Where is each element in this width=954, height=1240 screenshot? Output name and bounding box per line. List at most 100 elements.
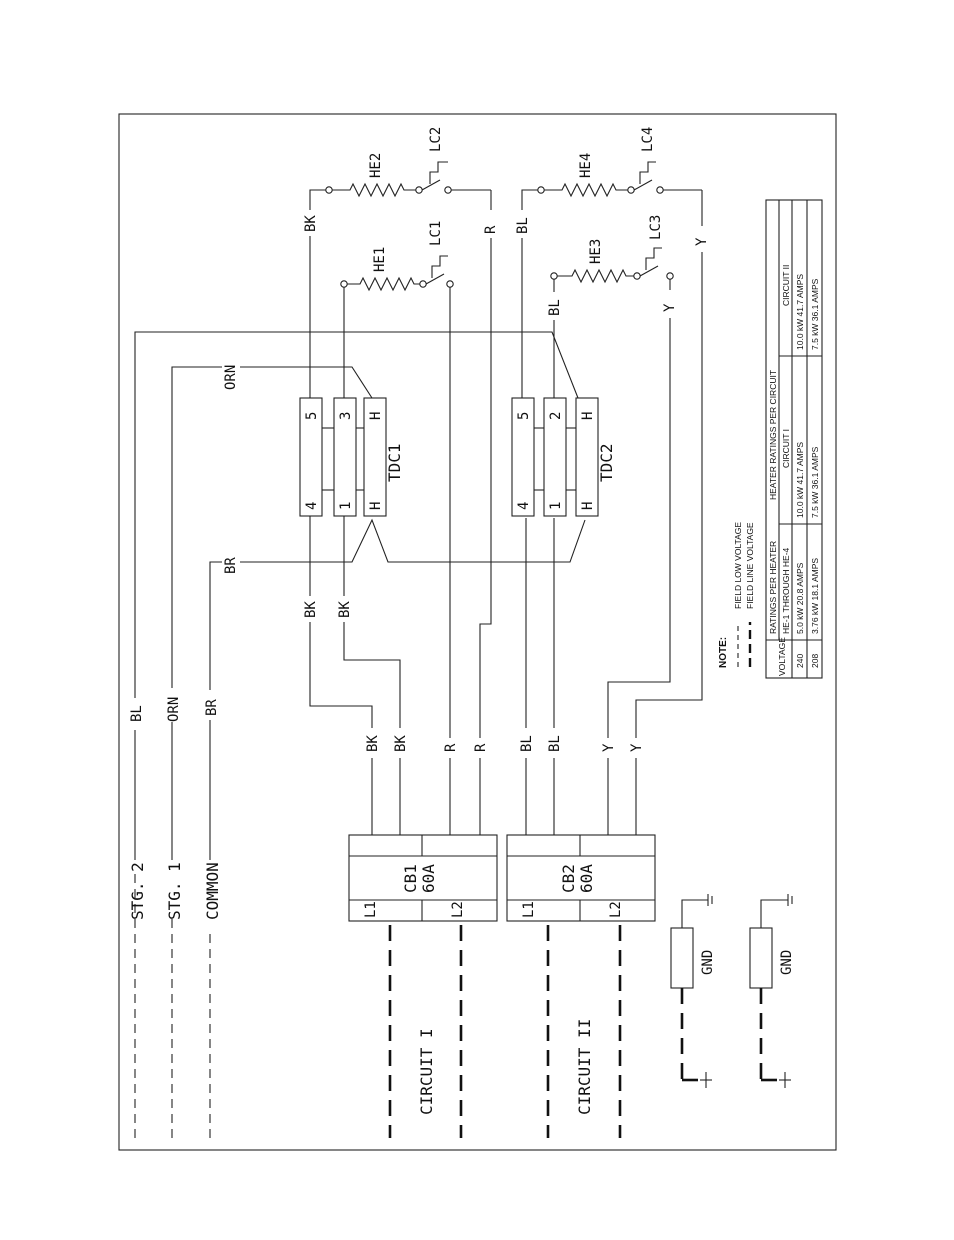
common-br-label: BR (204, 699, 220, 716)
y1-wire (607, 318, 671, 738)
cb1-bk2-label: BK (393, 735, 409, 752)
tdc2-t5: 5 (516, 412, 532, 420)
cb1-bk1-label: BK (365, 735, 381, 752)
he4-heating-element (544, 182, 628, 198)
tdc1-label: TDC1 (385, 443, 404, 482)
note-title: NOTE: (718, 637, 729, 668)
table-row1-heater: 5.0 kW 20.8 AMPS (795, 562, 805, 634)
cb1-r1-label: R (443, 743, 459, 752)
common-label: COMMON (203, 862, 222, 920)
y2-wire (635, 252, 703, 738)
stg1-label: STG. 1 (165, 862, 184, 920)
tdc2-t2: 2 (548, 412, 564, 420)
table-row2-circuit1: 7.5 kW 36.1 AMPS (810, 446, 820, 518)
lc2-label: LC2 (428, 127, 444, 152)
lc3-label: LC3 (648, 215, 664, 240)
stg1-orn-run (171, 366, 222, 688)
he3-heating-element (557, 268, 634, 284)
he4-label: HE4 (578, 153, 594, 178)
cb2-breaker (506, 834, 656, 922)
tdc1-column-h (363, 397, 387, 517)
common-br-run (209, 561, 222, 690)
diagram-border (118, 113, 837, 1151)
table-he-range: HE-1 THROUGH HE-4 (781, 547, 791, 634)
tdc1-column-4-5 (299, 397, 323, 517)
cb2-y2-label: Y (629, 743, 645, 752)
he3-label: HE3 (588, 239, 604, 264)
table-row1-circuit1: 10.0 kW 41.7 AMPS (795, 442, 805, 518)
cb2-rating: 60A (577, 864, 596, 893)
lc1-switch (425, 273, 445, 285)
circuit1-label: CIRCUIT I (417, 1028, 436, 1115)
bk2-wire (343, 622, 401, 728)
tdc2-t4: 4 (516, 502, 532, 510)
tdc1-bk-label-1: BK (303, 601, 319, 618)
ground-lug-1 (670, 927, 694, 989)
tdc1-h-top: H (368, 412, 384, 420)
he4-bl-label: BL (515, 217, 531, 234)
table-heater-ratings-per-circuit: HEATER RATINGS PER CIRCUIT (768, 370, 778, 500)
cb1-r2-label: R (473, 743, 489, 752)
circuit2-label: CIRCUIT II (575, 1019, 594, 1115)
r-wire-label: R (483, 225, 499, 234)
table-ratings-per-heater: RATINGS PER HEATER (768, 541, 778, 634)
table-row2-heater: 3.76 kW 18.1 AMPS (810, 558, 820, 634)
r2-wire (479, 238, 492, 738)
cb2-bl2-label: BL (547, 735, 563, 752)
tdc1-t4: 4 (304, 502, 320, 510)
tdc1-h-bottom: H (368, 502, 384, 510)
tdc1-bk-label-2: BK (337, 601, 353, 618)
table-voltage-header: VOLTAGE (777, 637, 787, 676)
table-circuit-ii-header: CIRCUIT II (781, 265, 791, 306)
cb1-label: CB1 (401, 864, 420, 893)
lc4-label: LC4 (640, 127, 656, 152)
bk1-wire (309, 622, 373, 728)
y1-wire-label: Y (662, 303, 678, 312)
tdc1-t5: 5 (304, 412, 320, 420)
stg2-label: STG. 2 (128, 862, 147, 920)
he2-bk-label: BK (303, 215, 319, 232)
tdc2-column-1-2 (543, 397, 567, 517)
tdc1-t3: 3 (338, 412, 354, 420)
cb2-l1-label: L1 (521, 901, 537, 918)
tdc2-h-bottom: H (580, 502, 596, 510)
tdc1-t1: 1 (338, 502, 354, 510)
tdc2-label: TDC2 (597, 443, 616, 482)
orn-to-tdc1 (240, 366, 373, 399)
he3-bl-label: BL (547, 299, 563, 316)
cb2-label: CB2 (559, 864, 578, 893)
tdc2-t1: 1 (548, 502, 564, 510)
stg1-orn-label: ORN (166, 697, 182, 722)
y2-wire-label: Y (694, 237, 710, 246)
note-low-voltage: FIELD LOW VOLTAGE (733, 522, 743, 609)
gnd-label-1: GND (700, 950, 716, 975)
gnd-label-2: GND (779, 950, 795, 975)
cb1-l1-label: L1 (363, 901, 379, 918)
he2-heating-element (332, 182, 416, 198)
table-row1-voltage: 240 (795, 654, 805, 668)
cb1-rating: 60A (419, 864, 438, 893)
tdc2-column-h (575, 397, 599, 517)
cb2-l2-label: L2 (608, 901, 624, 918)
cb2-bl1-label: BL (519, 735, 535, 752)
lc4-switch (633, 179, 653, 191)
table-row1-circuit2: 10.0 kW 41.7 AMPS (795, 274, 805, 350)
table-circuit-i-header: CIRCUIT I (781, 429, 791, 468)
table-row2-voltage: 208 (810, 654, 820, 668)
lc3-switch (639, 265, 659, 277)
cb1-breaker (348, 834, 498, 922)
table-row2-circuit2: 7.5 kW 36.1 AMPS (810, 278, 820, 350)
note-line-voltage: FIELD LINE VOLTAGE (745, 522, 755, 609)
tdc2-h-top: H (580, 412, 596, 420)
lc1-label: LC1 (428, 221, 444, 246)
he2-label: HE2 (368, 153, 384, 178)
tdc2-column-4-5 (511, 397, 535, 517)
orn-wire-label: ORN (223, 365, 239, 390)
stg2-bl-label: BL (129, 705, 145, 722)
ground-lug-2 (749, 927, 773, 989)
tdc1-column-1-3 (333, 397, 357, 517)
ratings-table: VOLTAGE RATINGS PER HEATER HE-1 THROUGH … (765, 199, 823, 679)
cb1-l2-label: L2 (450, 901, 466, 918)
lc2-switch (421, 179, 441, 191)
